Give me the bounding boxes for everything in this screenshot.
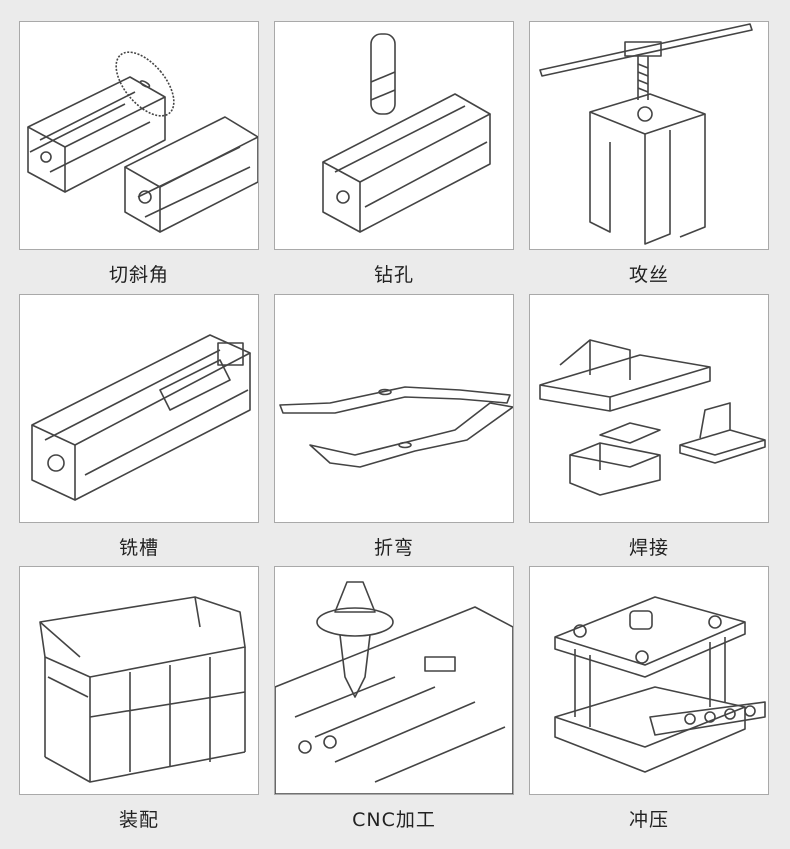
stamping-image	[529, 566, 769, 795]
welding-icon	[539, 339, 766, 496]
bending-icon	[279, 386, 513, 468]
process-label: 钻孔	[373, 264, 414, 286]
welding-image	[529, 294, 769, 523]
process-card-cnc-machining: CNC加工	[274, 566, 514, 832]
process-card-welding: 焊接	[529, 294, 769, 560]
miter-cut-icon	[27, 51, 258, 233]
process-label: 铣槽	[118, 537, 159, 559]
process-card-assembly: 装配	[19, 566, 259, 832]
drilling-icon	[322, 33, 491, 233]
process-card-stamping: 冲压	[529, 566, 769, 832]
tapping-icon	[539, 23, 753, 245]
tapping-image	[529, 21, 769, 250]
process-card-drilling: 钻孔	[274, 21, 514, 287]
cnc-machining-image	[274, 566, 514, 795]
process-label: 折弯	[373, 537, 414, 559]
process-label: 切斜角	[108, 264, 169, 286]
process-label: CNC加工	[352, 809, 436, 831]
assembly-image	[19, 566, 259, 795]
cnc-machining-icon	[275, 581, 513, 794]
slot-milling-icon	[31, 334, 251, 501]
miter-cut-image	[19, 21, 259, 250]
process-label: 焊接	[628, 537, 669, 559]
assembly-icon	[39, 596, 246, 783]
process-card-bending: 折弯	[274, 294, 514, 560]
stamping-icon	[554, 596, 766, 773]
process-card-tapping: 攻丝	[529, 21, 769, 287]
process-card-miter-cut: 切斜角	[19, 21, 259, 287]
process-label: 装配	[118, 809, 159, 831]
slot-milling-image	[19, 294, 259, 523]
process-label: 冲压	[628, 809, 669, 831]
process-label: 攻丝	[628, 264, 669, 286]
drilling-image	[274, 21, 514, 250]
process-card-slot-milling: 铣槽	[19, 294, 259, 560]
bending-image	[274, 294, 514, 523]
